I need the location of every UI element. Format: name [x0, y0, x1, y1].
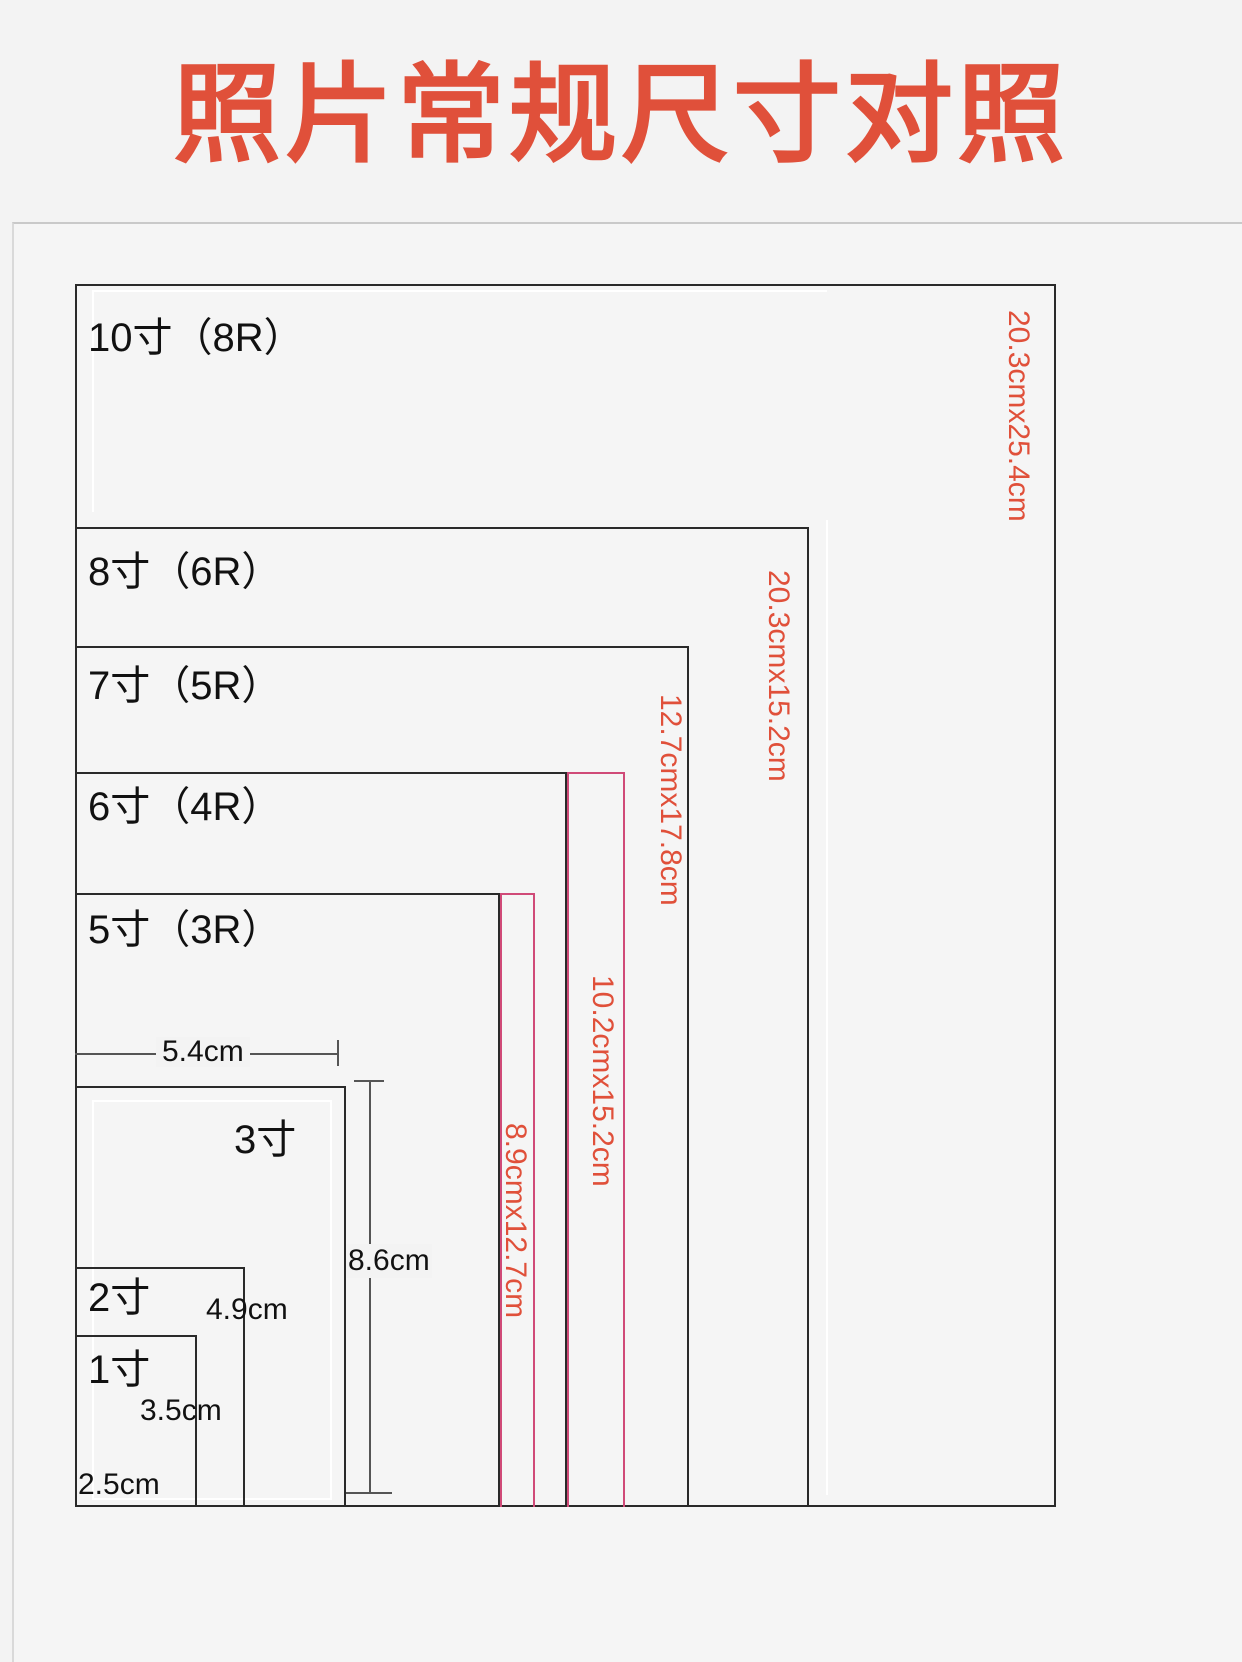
- size-5-dimension: 8.9cmx12.7cm: [499, 1123, 532, 1319]
- size-1-height-text: 2.5cm: [78, 1468, 160, 1501]
- size-5-label: 5寸（3R）: [88, 908, 282, 952]
- size-2-width-text: 4.9cm: [206, 1293, 288, 1326]
- size-1-width-text: 3.5cm: [140, 1394, 222, 1427]
- size-5-dimension-strip: [500, 893, 535, 1507]
- size-3-label: 3寸: [234, 1118, 297, 1162]
- size-7-label: 7寸（5R）: [88, 664, 282, 708]
- inner-guide: [814, 520, 828, 1495]
- size-3-height-tick: [346, 1492, 392, 1494]
- size-3-height-line: [369, 1080, 371, 1492]
- size-7-dimension: 12.7cmx17.8cm: [654, 694, 687, 906]
- size-1-label: 1寸: [88, 1348, 151, 1392]
- inner-guide: [92, 290, 827, 512]
- size-3-width-text: 5.4cm: [156, 1037, 250, 1067]
- size-10-dimension: 20.3cmx25.4cm: [1002, 310, 1035, 522]
- size-6-dimension-strip: [567, 772, 625, 1507]
- page-title: 照片常规尺寸对照: [172, 53, 1069, 178]
- size-3-height-tick: [354, 1080, 384, 1082]
- size-10-label: 10寸（8R）: [88, 316, 304, 360]
- size-6-dimension: 10.2cmx15.2cm: [586, 975, 619, 1187]
- size-6-label: 6寸（4R）: [88, 785, 282, 829]
- size-2-label: 2寸: [88, 1276, 151, 1320]
- size-8-label: 8寸（6R）: [88, 550, 282, 594]
- inner-guide: [92, 1100, 332, 1500]
- size-3-height-text: 8.6cm: [346, 1244, 432, 1278]
- size-comparison-sheet: [12, 222, 1242, 1662]
- size-8-dimension: 20.3cmx15.2cm: [762, 570, 795, 782]
- size-1-rect: [75, 1335, 197, 1507]
- size-3-width-tick: [337, 1040, 339, 1066]
